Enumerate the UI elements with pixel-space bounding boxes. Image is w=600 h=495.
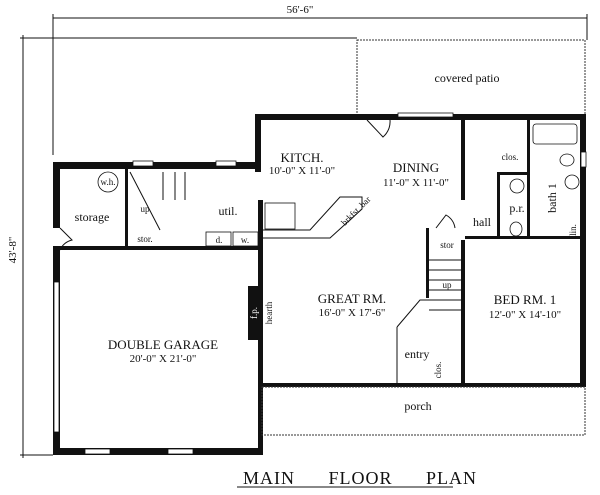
windows xyxy=(53,112,587,455)
toilet-pr xyxy=(509,221,523,237)
linen-label: lin. xyxy=(568,224,578,236)
covered-patio-label: covered patio xyxy=(435,71,500,85)
toilet-bath xyxy=(559,153,575,167)
fireplace-label: f.p. xyxy=(249,307,259,319)
hearth-label: hearth xyxy=(264,301,274,324)
breakfast-bar-label: brkfst. bar xyxy=(339,194,372,227)
breakfast-bar-counter xyxy=(263,196,363,239)
bathtub xyxy=(532,123,578,145)
dining-size: 11'-0" X 11'-0" xyxy=(383,177,449,189)
bedroom-size: 12'-0" X 14'-10" xyxy=(489,309,561,321)
storage-label: storage xyxy=(75,210,110,224)
kitchen-size: 10'-0" X 11'-0" xyxy=(269,165,335,177)
water-heater xyxy=(97,171,119,193)
kitchen-name: KITCH. xyxy=(281,150,324,165)
powder-room-label: p.r. xyxy=(509,201,524,215)
porch-outline xyxy=(261,386,586,436)
dryer-box xyxy=(205,231,232,247)
entry-label: entry xyxy=(405,347,430,361)
great-room-name: GREAT RM. xyxy=(318,291,386,306)
width-dimension: 56'-6" xyxy=(287,4,314,16)
dryer-label: d. xyxy=(216,235,223,245)
washer-box xyxy=(232,231,259,247)
dimension-lines xyxy=(20,14,588,458)
range xyxy=(264,202,296,230)
plan-title: MAIN FLOOR PLAN xyxy=(243,468,477,488)
depth-dimension: 43'-8" xyxy=(7,237,19,264)
closet-label: clos. xyxy=(502,152,519,162)
utility-label: util. xyxy=(218,204,237,218)
water-heater-label: w.h. xyxy=(101,177,116,187)
stair-up-label: up xyxy=(141,204,151,214)
storage-closet-label: stor. xyxy=(137,234,152,244)
great-room-size: 16'-0" X 17'-6" xyxy=(319,307,386,319)
bath-label: bath 1 xyxy=(545,183,559,213)
entry-closet-label: clos. xyxy=(433,362,443,379)
garage-size: 20'-0" X 21'-0" xyxy=(130,353,197,365)
bedroom-name: BED RM. 1 xyxy=(494,292,556,307)
dining-name: DINING xyxy=(393,160,439,175)
doors xyxy=(59,119,456,251)
sink-bath xyxy=(564,174,580,190)
stair-storage-label: stor xyxy=(440,240,454,250)
stairs-main xyxy=(396,259,461,384)
sink-pr xyxy=(509,178,525,194)
hall-label: hall xyxy=(473,215,492,229)
washer-label: w. xyxy=(241,235,249,245)
garage-name: DOUBLE GARAGE xyxy=(108,337,218,352)
main-stair-up-label: up xyxy=(443,280,453,290)
fixtures xyxy=(97,123,586,436)
stairs-util xyxy=(129,171,186,231)
porch-label: porch xyxy=(404,399,431,413)
